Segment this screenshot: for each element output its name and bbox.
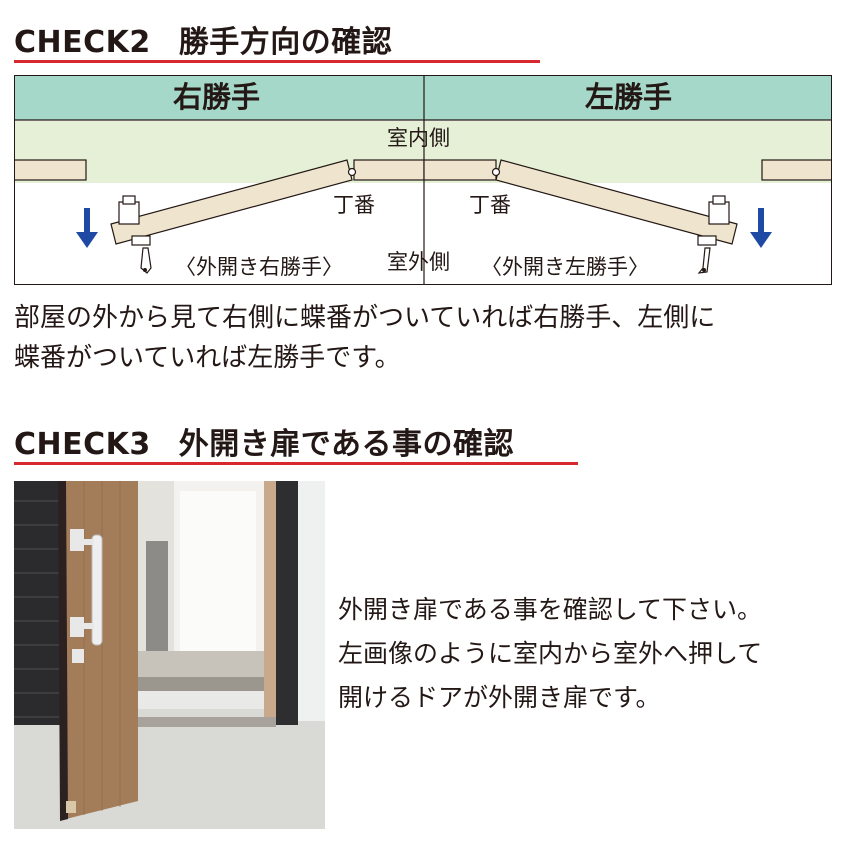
door-photo: [14, 481, 325, 829]
check2-description-line1: 部屋の外から見て右側に蝶番がついていれば右勝手、左側に: [14, 303, 716, 333]
caption-left-hand: 〈外開き左勝手〉: [481, 255, 649, 279]
check3-description-line1: 外開き扉である事を確認して下さい。: [338, 595, 763, 624]
indoor-label: 室内側: [387, 126, 450, 150]
wall-center-left: [353, 159, 425, 181]
check2-description-line2: 蝶番がついていれば左勝手です。: [14, 343, 401, 373]
check2-title: 勝手方向の確認: [178, 25, 393, 60]
outdoor-label: 室外側: [387, 250, 450, 274]
check2-label: CHECK2: [14, 25, 151, 60]
check3-description-line3: 開けるドアが外開き扉です。: [338, 683, 661, 712]
caption-right-hand: 〈外開き右勝手〉: [175, 255, 343, 279]
wall-right: [761, 159, 831, 181]
check3-description-line2: 左画像のように室内から室外へ押して: [338, 639, 763, 668]
door-right-hand: [76, 159, 357, 274]
check2-underline: [14, 60, 540, 63]
check3-underline: [14, 462, 578, 465]
check2-heading: CHECK2 勝手方向の確認: [14, 28, 392, 58]
check3-title: 外開き扉である事の確認: [178, 427, 514, 462]
wall-left: [15, 159, 87, 181]
wall-center-right: [423, 159, 497, 181]
check3-description: 外開き扉である事を確認して下さい。 左画像のように室内から室外へ押して 開けるド…: [338, 588, 762, 720]
hinge-label-right-hand: 丁番: [333, 193, 375, 217]
check2-description: 部屋の外から見て右側に蝶番がついていれば右勝手、左側に 蝶番がついていれば左勝手…: [14, 298, 715, 378]
right-hand-label: 右勝手: [173, 80, 261, 114]
check3-heading: CHECK3 外開き扉である事の確認: [14, 430, 514, 460]
door-left-hand: [491, 159, 772, 274]
left-hand-label: 左勝手: [585, 80, 673, 114]
hand-direction-diagram: 右勝手 左勝手 室内側 丁番 丁番 室外側 〈外開き右勝手〉 〈外開き左勝手〉: [14, 75, 832, 285]
check3-label: CHECK3: [14, 427, 151, 462]
hinge-label-left-hand: 丁番: [469, 193, 511, 217]
diagram-graphic: [15, 76, 831, 284]
